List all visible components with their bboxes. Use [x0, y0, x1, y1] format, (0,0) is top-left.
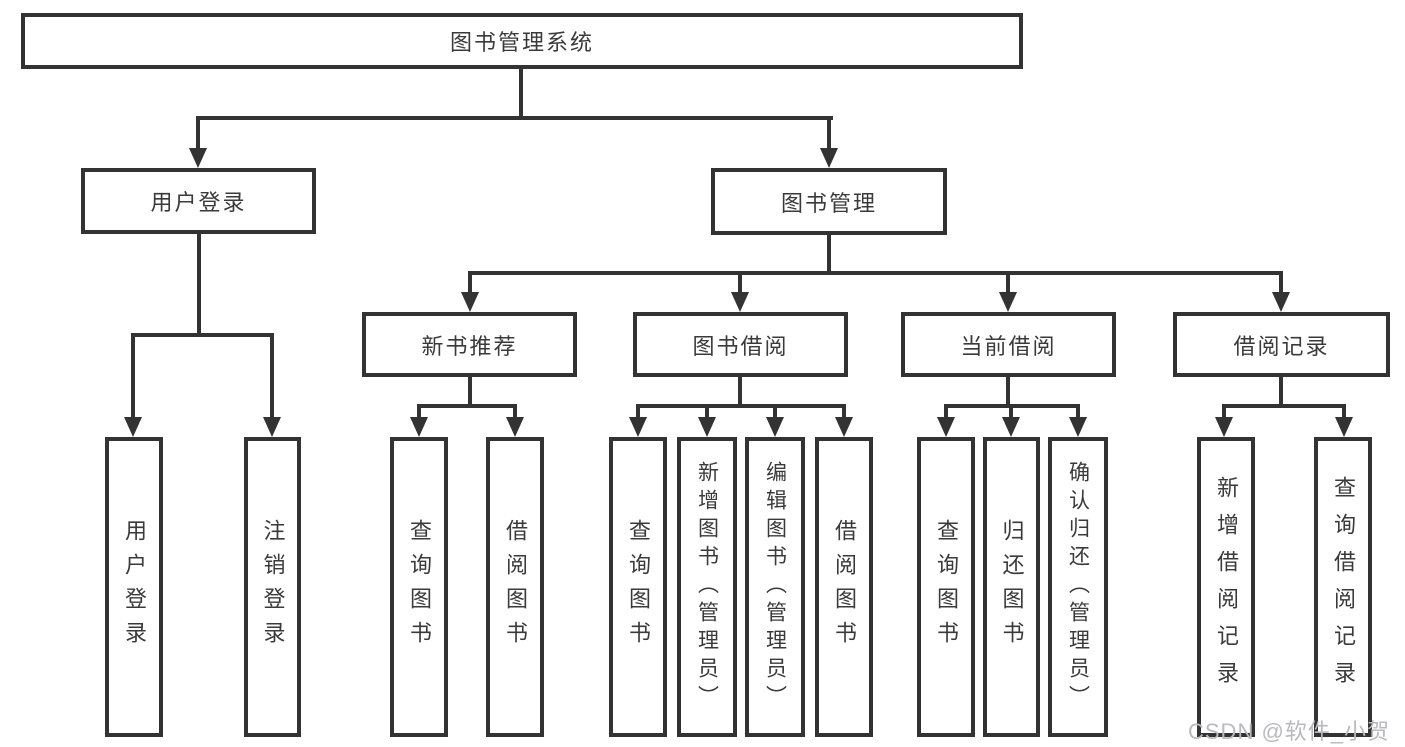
- arrowhead-down-icon: [1335, 417, 1353, 437]
- connector: [738, 377, 742, 408]
- connector: [1222, 404, 1346, 408]
- node-book-borrowing: 图书借阅: [633, 312, 848, 377]
- connector: [1006, 377, 1010, 408]
- connector: [196, 116, 200, 152]
- node-book-management: 图书管理: [711, 168, 947, 235]
- connector: [842, 404, 846, 421]
- leaf-add-borrow-record: 新增借阅记录: [1197, 437, 1255, 737]
- leaf-borrow-books: 借阅图书: [815, 437, 873, 737]
- connector: [197, 234, 201, 337]
- watermark: CSDN @软件_小贺同学: [1188, 719, 1391, 744]
- arrowhead-down-icon: [1272, 292, 1290, 312]
- connector: [417, 404, 517, 408]
- connector: [705, 404, 709, 421]
- connector: [468, 271, 1283, 275]
- connector: [1076, 404, 1080, 421]
- leaf-add-book-admin: 新增图书（管理员）: [677, 437, 737, 737]
- connector: [636, 404, 640, 421]
- leaf-query-books-current: 查询图书: [917, 437, 975, 737]
- connector: [944, 404, 948, 421]
- connector: [827, 235, 831, 275]
- arrowhead-down-icon: [1002, 417, 1020, 437]
- leaf-borrow-books-recommend: 借阅图书: [486, 437, 544, 737]
- arrowhead-down-icon: [1215, 417, 1233, 437]
- arrowhead-down-icon: [835, 417, 853, 437]
- connector: [513, 404, 517, 421]
- arrowhead-down-icon: [766, 417, 784, 437]
- arrowhead-down-icon: [461, 292, 479, 312]
- arrowhead-down-icon: [999, 292, 1017, 312]
- connector: [827, 116, 831, 152]
- connector: [196, 116, 833, 120]
- connector: [417, 404, 421, 421]
- arrowhead-down-icon: [410, 417, 428, 437]
- connector: [773, 404, 777, 421]
- node-borrowing-records: 借阅记录: [1173, 312, 1390, 377]
- arrowhead-down-icon: [506, 417, 524, 437]
- node-library-system: 图书管理系统: [21, 13, 1023, 69]
- arrowhead-down-icon: [1069, 417, 1087, 437]
- leaf-logout: 注销登录: [244, 437, 301, 737]
- connector: [270, 333, 274, 421]
- connector: [468, 271, 472, 296]
- arrowhead-down-icon: [731, 292, 749, 312]
- node-new-book-recommendation: 新书推荐: [362, 312, 577, 377]
- arrowhead-down-icon: [263, 417, 281, 437]
- arrowhead-down-icon: [698, 417, 716, 437]
- connector: [1279, 377, 1283, 408]
- connector: [468, 377, 472, 408]
- connector: [738, 271, 742, 296]
- connector: [131, 333, 135, 421]
- node-current-borrowing: 当前借阅: [901, 312, 1116, 377]
- connector: [131, 333, 274, 337]
- arrowhead-down-icon: [124, 417, 142, 437]
- leaf-query-borrow-record: 查询借阅记录: [1314, 437, 1372, 737]
- leaf-query-books-borrow: 查询图书: [609, 437, 667, 737]
- arrowhead-down-icon: [189, 148, 207, 168]
- connector: [636, 404, 846, 408]
- connector: [1222, 404, 1226, 421]
- connector: [519, 69, 523, 120]
- connector: [1006, 271, 1010, 296]
- leaf-user-login: 用户登录: [105, 437, 163, 737]
- leaf-query-books-recommend: 查询图书: [390, 437, 448, 737]
- leaf-confirm-return-admin: 确认归还（管理员）: [1048, 437, 1108, 737]
- leaf-return-books: 归还图书: [983, 437, 1040, 737]
- leaf-edit-book-admin: 编辑图书（管理员）: [745, 437, 805, 737]
- arrowhead-down-icon: [629, 417, 647, 437]
- arrowhead-down-icon: [937, 417, 955, 437]
- connector: [1009, 404, 1013, 421]
- node-user-login: 用户登录: [81, 168, 316, 234]
- connector: [1279, 271, 1283, 296]
- arrowhead-down-icon: [820, 148, 838, 168]
- connector: [1342, 404, 1346, 421]
